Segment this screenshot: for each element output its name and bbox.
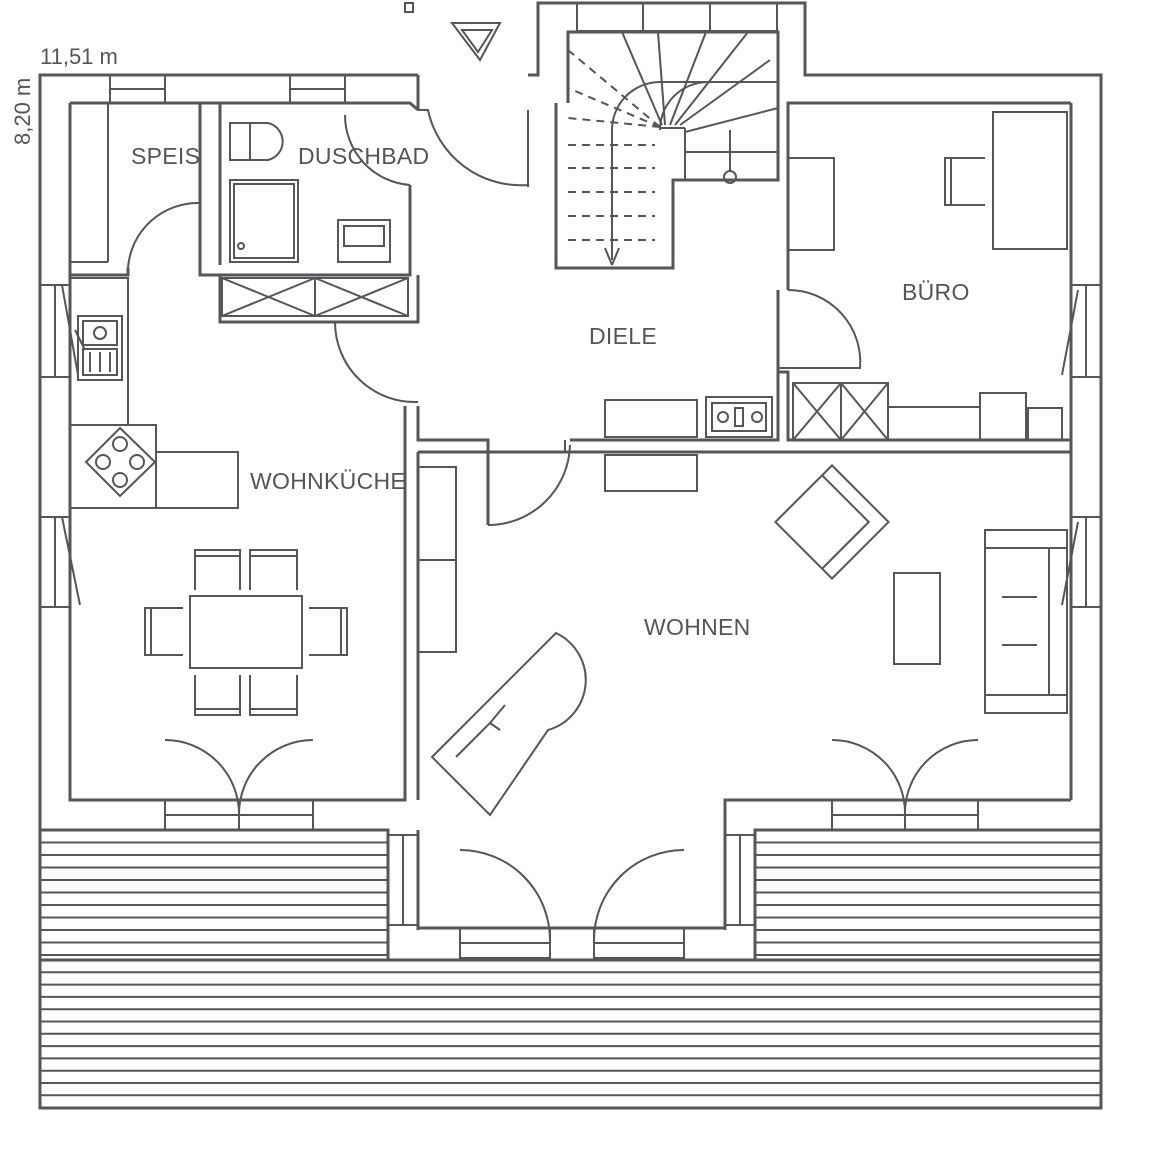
windows [39,2,1102,926]
terrace-bottom [38,958,1103,1110]
staircase [567,31,779,266]
terrace-right-outline [753,828,1103,962]
kitchen-counter [70,277,239,509]
bathroom-fixtures [221,122,409,317]
room-label-buero: BÜRO [902,279,970,305]
room-label-speis: SPEIS [131,143,200,169]
dining-table [144,549,348,716]
room-label-wohnen: WOHNEN [644,614,751,640]
room-label-wohnkueche: WOHNKÜCHE [250,468,406,494]
room-label-duschbad: DUSCHBAD [298,143,429,169]
terrace-left [38,828,390,962]
office-furniture [787,111,1068,441]
terrace-left-outline [38,828,390,962]
north-arrow-icon [404,2,502,62]
room-label-diele: DIELE [589,323,657,349]
living-furniture [417,454,1068,817]
hall-furniture [604,396,773,438]
doors [127,109,979,959]
terrace-right [753,828,1103,962]
dimension-width-label: 11,51 m [40,44,118,69]
dimension-depth-label: 8,20 m [10,78,35,145]
pantry-shelves [70,103,109,263]
